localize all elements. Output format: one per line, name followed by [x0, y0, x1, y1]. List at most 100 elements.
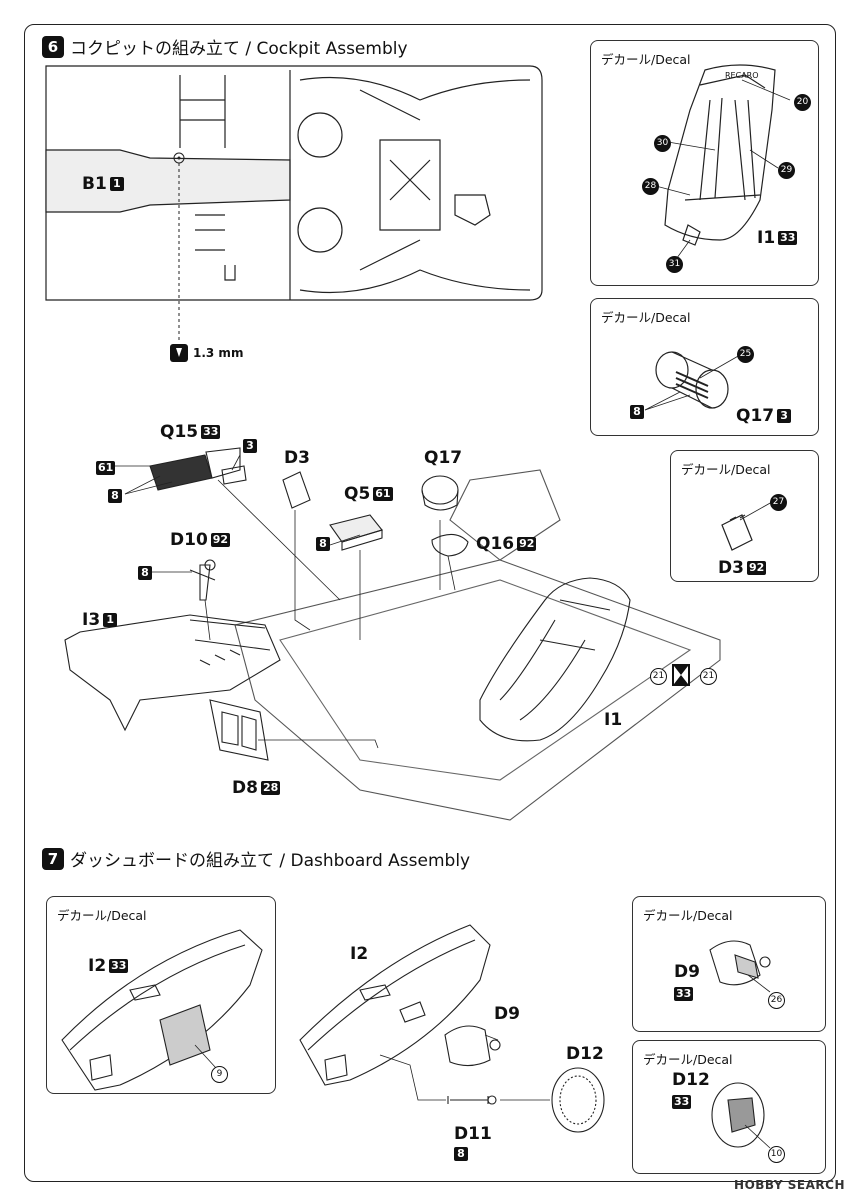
decal-61-q15-text: 61 [96, 461, 116, 475]
label-d10-qty: 92 [210, 533, 231, 547]
decal-box-d9: デカール/Decal [632, 896, 826, 1032]
decal-8-d10-text: 8 [138, 566, 152, 580]
label-q16-qty: 92 [517, 537, 537, 551]
page-frame [24, 24, 836, 1182]
label-q5-qty: 61 [373, 487, 393, 501]
seat-box-part-text: I1 [757, 228, 776, 248]
label-b1-text: B1 [82, 174, 107, 194]
decal-28: 28 [642, 178, 659, 195]
decal-box-d9-title: デカール/Decal [643, 908, 733, 923]
label-d9-decal: D9 [674, 962, 700, 982]
decal-29: 29 [778, 162, 795, 179]
step7-title: 7 ダッシュボードの組み立て / Dashboard Assembly [42, 846, 470, 871]
decal-8-q17: 8 [630, 404, 644, 421]
label-d8-text: D8 [232, 778, 258, 798]
label-d11-qty: 8 [454, 1147, 468, 1161]
label-b1-qty: 1 [109, 177, 124, 191]
decal-9: 9 [211, 1066, 228, 1083]
label-q17: Q17 [424, 448, 463, 468]
label-d12-qty-wrap: 33 [672, 1094, 692, 1111]
decal-8-q17-text: 8 [630, 405, 644, 419]
d3-box-part-text: D3 [718, 558, 744, 578]
decal-box-d12-title: デカール/Decal [643, 1052, 733, 1067]
decal-8-q5-text: 8 [316, 537, 330, 551]
decal-61-q15: 61 [96, 460, 116, 477]
decal-21-left: 21 [650, 668, 667, 685]
seat-logo-text: RECARO [725, 71, 759, 80]
decal-box-seat-title: デカール/Decal [601, 52, 691, 67]
decal-8-q15: 8 [108, 488, 122, 505]
q17-box-part-qty: 3 [777, 409, 792, 423]
decal-8-q5: 8 [316, 536, 330, 553]
label-d11-qty-wrap: 8 [454, 1146, 468, 1163]
label-d12: D12 [566, 1044, 604, 1064]
step6-number: 6 [42, 35, 64, 58]
decal-8-d10: 8 [138, 565, 152, 582]
decal-3-q15: 3 [243, 438, 257, 455]
label-i2: I2 [350, 944, 369, 964]
label-d9: D9 [494, 1004, 520, 1024]
label-q15-text: Q15 [160, 422, 199, 442]
label-q16-text: Q16 [476, 534, 515, 554]
label-d12-decal-qty: 33 [672, 1095, 692, 1109]
decal-30: 30 [654, 135, 671, 152]
label-i3-qty: 1 [103, 613, 118, 627]
label-d11: D11 [454, 1124, 492, 1144]
label-d9-qty-wrap: 33 [674, 986, 694, 1003]
drill-icon [170, 344, 188, 362]
decal-26: 26 [768, 992, 785, 1009]
d3-box-part-qty: 92 [746, 561, 767, 575]
decal-31: 31 [666, 256, 683, 273]
watermark: HOBBY SEARCH [734, 1178, 845, 1192]
step7-title-text: ダッシュボードの組み立て / Dashboard Assembly [70, 851, 471, 871]
label-q15-qty: 33 [201, 425, 221, 439]
label-d3: D3 [284, 448, 310, 468]
butterfly-icon [672, 664, 690, 686]
decal-20: 20 [794, 94, 811, 111]
drill-instruction: 1.3 mm [170, 344, 243, 362]
decal-3-q15-text: 3 [243, 439, 257, 453]
step6-title: 6 コクピットの組み立て / Cockpit Assembly [42, 34, 408, 59]
label-i3-text: I3 [82, 610, 101, 630]
label-i2-decal-text: I2 [88, 956, 107, 976]
decal-box-d3: デカール/Decal [670, 450, 819, 582]
decal-box-q17-title: デカール/Decal [601, 310, 691, 325]
label-q5-text: Q5 [344, 484, 371, 504]
label-i2-decal-qty: 33 [109, 959, 129, 973]
q17-box-part-text: Q17 [736, 406, 775, 426]
step7-number: 7 [42, 847, 64, 870]
label-d12-decal: D12 [672, 1070, 710, 1090]
label-d8-qty: 28 [260, 781, 281, 795]
seat-box-part-qty: 33 [778, 231, 798, 245]
decal-10: 10 [768, 1146, 785, 1163]
decal-box-d12: デカール/Decal [632, 1040, 826, 1174]
decal-25: 25 [737, 346, 754, 363]
decal-box-dashboard: デカール/Decal [46, 896, 276, 1094]
decal-box-dashboard-title: デカール/Decal [57, 908, 147, 923]
decal-box-d3-title: デカール/Decal [681, 462, 771, 477]
label-d10-text: D10 [170, 530, 208, 550]
label-i1: I1 [604, 710, 623, 730]
decal-21-right: 21 [700, 668, 717, 685]
drill-size: 1.3 mm [193, 346, 244, 360]
label-d9-decal-qty: 33 [674, 987, 694, 1001]
decal-27: 27 [770, 494, 787, 511]
decal-8-q15-text: 8 [108, 489, 122, 503]
step6-title-text: コクピットの組み立て / Cockpit Assembly [70, 39, 408, 59]
